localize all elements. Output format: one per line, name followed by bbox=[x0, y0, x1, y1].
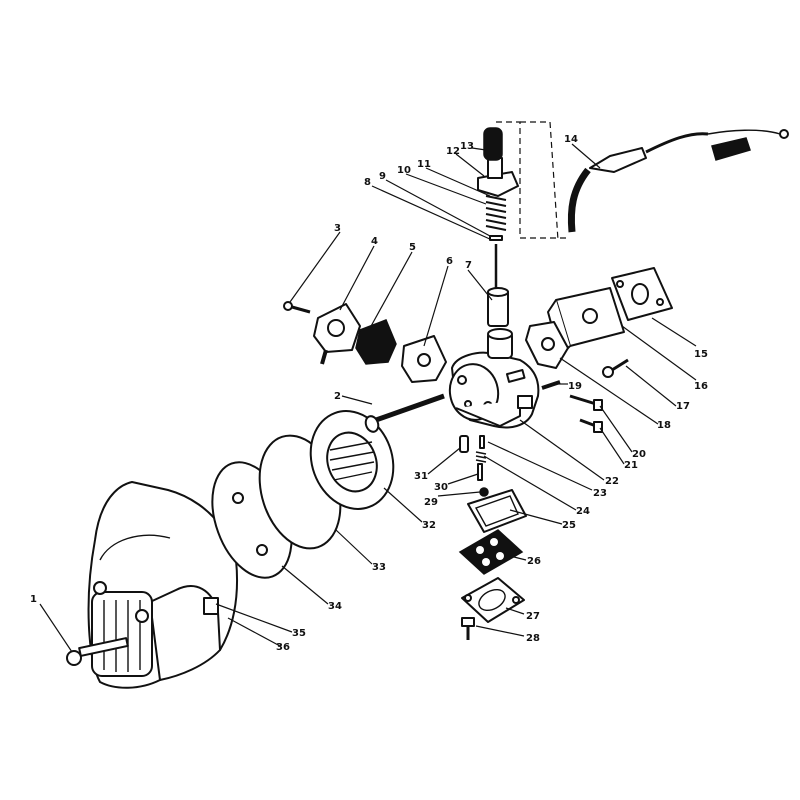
callout-2: 2 bbox=[334, 391, 341, 402]
metering-lever bbox=[479, 487, 489, 497]
low-speed-screw bbox=[579, 418, 603, 433]
callout-32: 32 bbox=[422, 520, 436, 531]
carburetor-body bbox=[448, 328, 540, 429]
callout-1: 1 bbox=[30, 594, 37, 605]
callout-24: 24 bbox=[576, 506, 590, 517]
callout-34: 34 bbox=[328, 601, 342, 612]
callout-8: 8 bbox=[364, 177, 371, 188]
callout-18: 18 bbox=[657, 420, 671, 431]
callout-12: 12 bbox=[446, 146, 460, 157]
callout-16: 16 bbox=[694, 381, 708, 392]
outer-gasket bbox=[611, 267, 673, 321]
callout-5: 5 bbox=[409, 242, 416, 253]
filter-backplate bbox=[309, 410, 395, 510]
callout-27: 27 bbox=[526, 611, 540, 622]
pump-diaphragm bbox=[355, 319, 397, 365]
carb-gasket bbox=[525, 321, 569, 369]
leader-lines bbox=[39, 121, 697, 653]
callout-22: 22 bbox=[605, 476, 619, 487]
callout-15: 15 bbox=[694, 349, 708, 360]
callout-11: 11 bbox=[417, 159, 431, 170]
callout-19: 19 bbox=[568, 381, 582, 392]
callout-23: 23 bbox=[593, 488, 607, 499]
callout-30: 30 bbox=[434, 482, 448, 493]
callout-6: 6 bbox=[446, 256, 453, 267]
cover-screw bbox=[461, 617, 475, 640]
idle-screw bbox=[541, 380, 561, 390]
needle-clip bbox=[489, 235, 503, 241]
callout-10: 10 bbox=[397, 165, 411, 176]
long-screw bbox=[364, 393, 445, 433]
callout-7: 7 bbox=[465, 260, 472, 271]
callout-14: 14 bbox=[564, 134, 578, 145]
metering-lever-pin bbox=[479, 435, 485, 449]
callout-35: 35 bbox=[292, 628, 306, 639]
callout-36: 36 bbox=[276, 642, 290, 653]
callout-numbers: 1 2 3 4 5 6 7 8 9 10 11 12 13 14 15 16 1… bbox=[30, 134, 708, 653]
block-bolt bbox=[602, 358, 629, 378]
high-speed-screw bbox=[569, 394, 603, 411]
carburetor-cap bbox=[477, 157, 519, 197]
callout-20: 20 bbox=[632, 449, 646, 460]
return-spring bbox=[485, 195, 507, 231]
callout-33: 33 bbox=[372, 562, 386, 573]
main-jet bbox=[459, 435, 469, 453]
fuel-pump-cover bbox=[313, 303, 361, 365]
callout-25: 25 bbox=[562, 520, 576, 531]
pump-gasket bbox=[401, 335, 447, 383]
adjuster-boot bbox=[483, 127, 503, 161]
inlet-needle bbox=[477, 463, 483, 481]
diaphragm-cover bbox=[461, 577, 525, 623]
callout-13: 13 bbox=[460, 141, 474, 152]
metering-gasket bbox=[467, 489, 527, 533]
callout-26: 26 bbox=[527, 556, 541, 567]
cover-bolt bbox=[66, 637, 129, 666]
callout-9: 9 bbox=[379, 171, 386, 182]
throttle-cable bbox=[567, 129, 789, 233]
pump-screw bbox=[283, 301, 311, 314]
callout-3: 3 bbox=[334, 223, 341, 234]
callout-17: 17 bbox=[676, 401, 690, 412]
throttle-slide bbox=[487, 287, 509, 327]
callout-21: 21 bbox=[624, 460, 638, 471]
callout-4: 4 bbox=[371, 236, 378, 247]
callout-29: 29 bbox=[424, 497, 438, 508]
callout-31: 31 bbox=[414, 471, 428, 482]
callout-28: 28 bbox=[526, 633, 540, 644]
air-filter-cover bbox=[87, 481, 239, 689]
inlet-needle-spring bbox=[475, 451, 487, 463]
metering-diaphragm bbox=[458, 529, 524, 575]
